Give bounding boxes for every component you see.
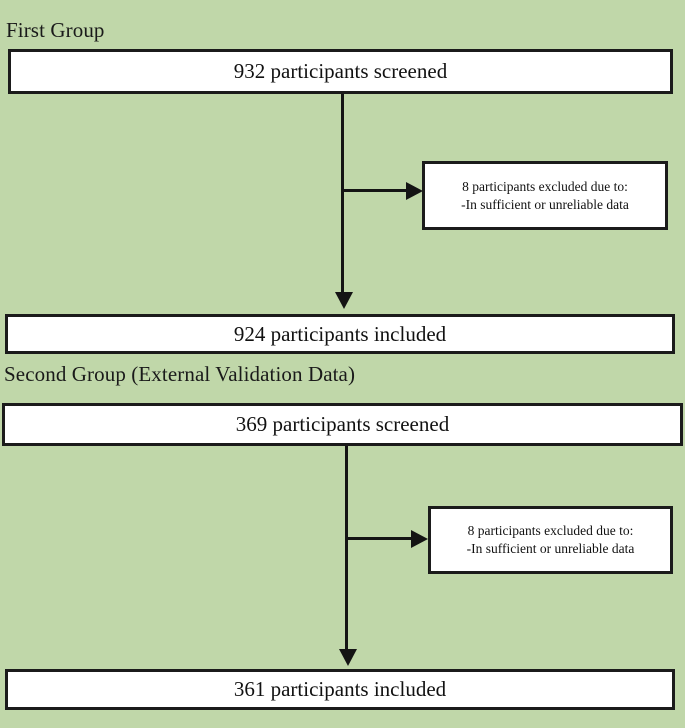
second-group-included-text: 361 participants included: [233, 677, 447, 701]
first-group-trunk-arrowhead: [335, 292, 353, 309]
second-group-exclusion-branch-line: [345, 537, 412, 540]
first-group-label: First Group: [6, 18, 105, 42]
first-group-screened-text: 932 participants screened: [233, 59, 448, 83]
first-group-included-text: 924 participants included: [233, 321, 447, 346]
first-group-exclusion-arrowhead: [406, 182, 423, 200]
first-group-included-box: 924 participants included: [5, 314, 675, 354]
second-group-included-box: 361 participants included: [5, 669, 675, 710]
first-group-screened-box: 932 participants screened: [8, 49, 673, 94]
second-group-excluded-line2: -In sufficient or unreliable data: [466, 541, 635, 556]
first-group-excluded-line2: -In sufficient or unreliable data: [461, 196, 629, 212]
first-group-excluded-box: 8 participants excluded due to: -In suff…: [422, 161, 668, 230]
second-group-trunk-arrowhead: [339, 649, 357, 666]
first-group-exclusion-branch-line: [341, 189, 417, 192]
second-group-screened-text: 369 participants screened: [235, 412, 450, 436]
first-group-excluded-line1: 8 participants excluded due to:: [462, 178, 628, 194]
second-group-excluded-line1: 8 participants excluded due to:: [467, 523, 634, 538]
second-group-screened-box: 369 participants screened: [2, 403, 683, 446]
second-group-trunk-line: [345, 446, 348, 650]
first-group-trunk-line: [341, 94, 344, 293]
second-group-label: Second Group (External Validation Data): [4, 362, 356, 386]
second-group-exclusion-arrowhead: [411, 530, 428, 548]
second-group-excluded-box: 8 participants excluded due to: -In suff…: [428, 506, 673, 574]
